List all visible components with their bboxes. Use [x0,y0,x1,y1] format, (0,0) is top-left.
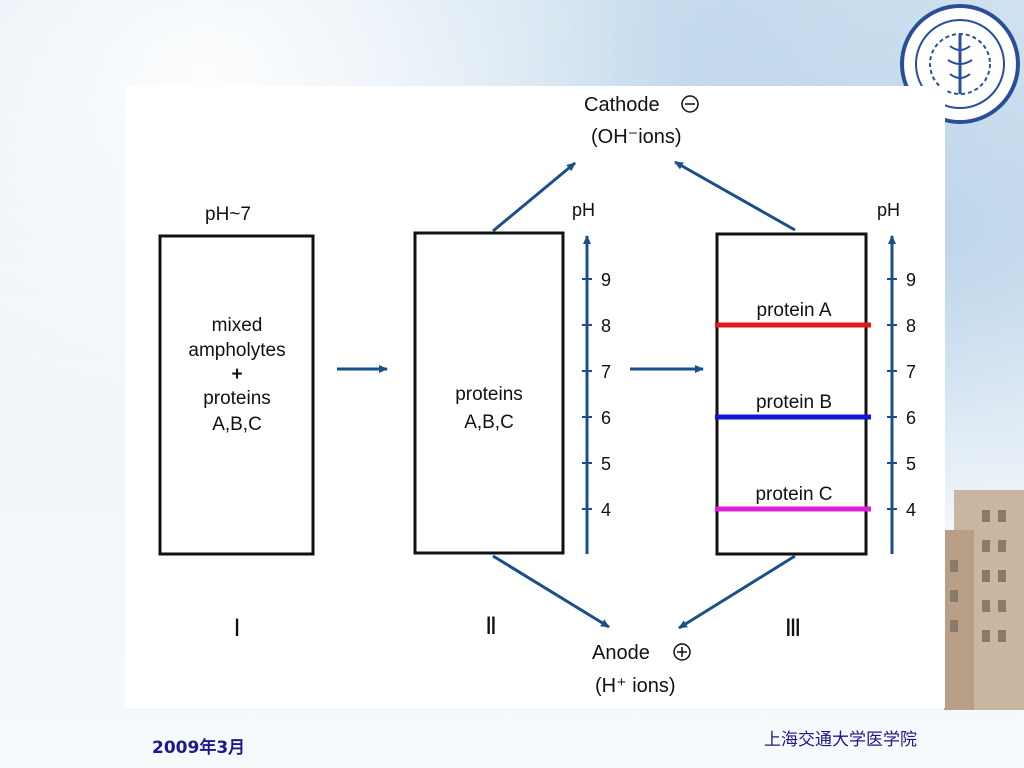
ph-tick-label: 7 [906,362,916,382]
arrow-stage3-to-anode [678,554,796,630]
ph-axis-1: pH 9 8 7 6 5 4 [572,200,611,554]
ph-tick-label: 6 [601,408,611,428]
stage2-text: proteins A,B,C [455,384,523,433]
ph-tick-label: 6 [906,408,916,428]
ph-axis-label: pH [877,200,900,220]
stage1-line: proteins [203,388,271,409]
plus-circle-icon [673,643,691,661]
ph-tick-label: 4 [906,500,916,520]
arrow-stage2-to-cathode [492,161,576,233]
anode-ions-label: (H⁺ ions) [595,675,676,697]
protein-band-label: protein B [756,392,832,413]
ph-tick-label: 7 [601,362,611,382]
stage2-line: proteins [455,384,523,405]
ph-axis-label: pH [572,200,595,220]
protein-band-label: protein C [755,484,832,505]
stage1-ph-label: pH~7 [205,204,251,225]
background-building [944,490,1024,710]
stage1-line: mixed [212,315,263,336]
diagram-panel: Cathode (OH⁻ions) pH~7 mixed ampholytes … [125,86,945,708]
stage2-line: A,B,C [464,412,514,433]
stage1-numeral: Ⅰ [233,615,240,642]
stage1-line: + [231,364,242,385]
ph-tick-label: 5 [601,454,611,474]
stage3-box [715,232,868,556]
stage2-box [413,231,565,555]
arrow-stage3-to-cathode [674,160,796,232]
stage1-line: A,B,C [212,414,262,435]
cathode-label: Cathode [584,94,660,116]
stage3-numeral: Ⅲ [785,615,802,642]
ph-tick-label: 5 [906,454,916,474]
ph-axis-2: pH 9 8 7 6 5 4 [877,200,916,554]
stage1-line: ampholytes [188,340,285,361]
cathode-ions-label: (OH⁻ions) [591,126,682,148]
ph-tick-label: 4 [601,500,611,520]
protein-band-label: protein A [757,300,832,321]
ph-tick-label: 9 [601,270,611,290]
anode-label: Anode [592,642,650,664]
stage1-box [158,234,315,556]
arrow-stage2-to-anode [492,554,610,629]
stage1-text: mixed ampholytes + proteins A,B,C [188,315,285,435]
minus-circle-icon [681,95,699,113]
ph-tick-label: 8 [906,316,916,336]
protein-bands: protein A protein B protein C [715,300,871,512]
stage2-numeral: Ⅱ [485,613,497,640]
footer-date: 2009年3月 [152,738,246,758]
footer-school-name: 上海交通大学医学院 [764,730,917,750]
isoelectric-focusing-diagram: Cathode (OH⁻ions) pH~7 mixed ampholytes … [158,94,916,697]
ph-tick-label: 8 [601,316,611,336]
ph-tick-label: 9 [906,270,916,290]
